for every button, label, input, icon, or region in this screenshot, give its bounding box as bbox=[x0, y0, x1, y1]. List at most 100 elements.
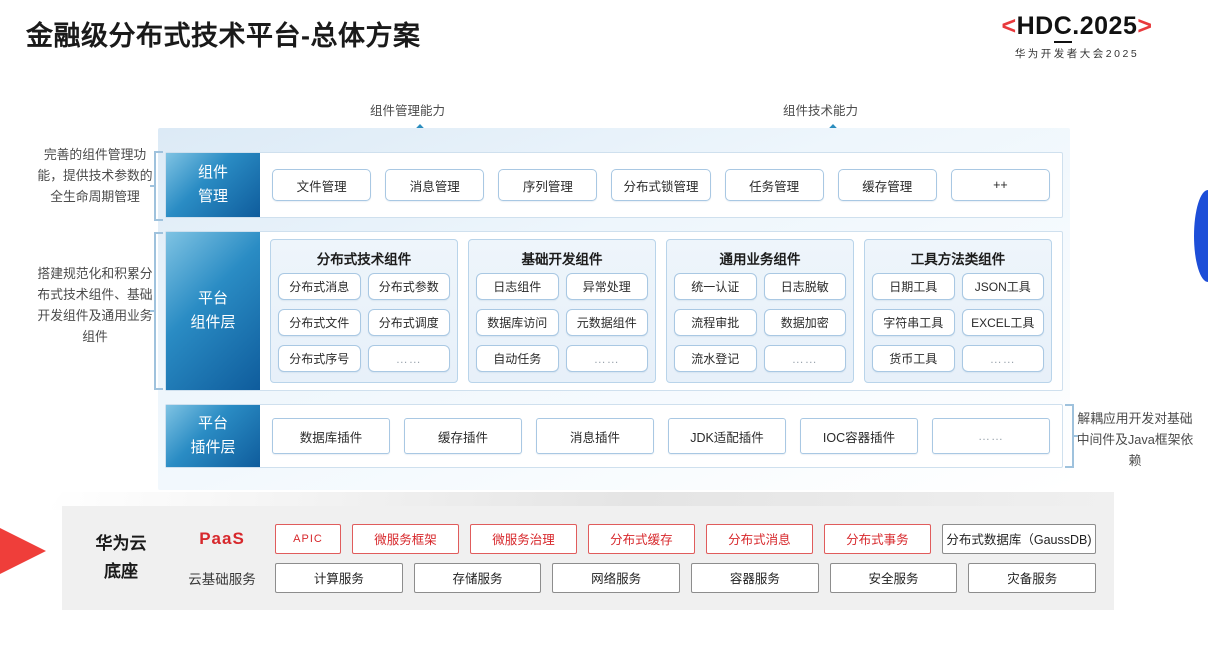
layer-label-line2: 插件层 bbox=[190, 439, 236, 456]
chip-process-approval[interactable]: 流程审批 bbox=[674, 309, 757, 336]
chip-cache-management[interactable]: 缓存管理 bbox=[837, 169, 937, 201]
chip-container-service[interactable]: 容器服务 bbox=[691, 562, 819, 593]
chip-database-plugin[interactable]: 数据库插件 bbox=[272, 418, 390, 454]
chip-exception-handling[interactable]: 异常处理 bbox=[565, 273, 648, 300]
chip-apic[interactable]: APIC bbox=[275, 523, 341, 554]
chip-distributed-cache[interactable]: 分布式缓存 bbox=[587, 523, 695, 554]
chip-json-tool[interactable]: JSON工具 bbox=[961, 273, 1044, 300]
cloud-services-label: 云基础服务 bbox=[188, 571, 256, 587]
chip-data-encryption[interactable]: 数据加密 bbox=[763, 309, 846, 336]
group-common-business: 通用业务组件 统一认证 日志脱敏 流程审批 数据加密 流水登记 …… bbox=[666, 239, 854, 383]
blue-lens-decoration bbox=[1194, 190, 1208, 282]
group-title-basic-dev: 基础开发组件 bbox=[521, 252, 603, 267]
chip-distributed-message[interactable]: 分布式消息 bbox=[705, 523, 813, 554]
chip-task-management[interactable]: 任务管理 bbox=[724, 169, 824, 201]
hdc-text-year: .2025 bbox=[1072, 12, 1138, 40]
chip-more-dots[interactable]: …… bbox=[932, 418, 1050, 454]
base-panel-bevel bbox=[48, 492, 1114, 510]
chip-microservice-framework[interactable]: 微服务框架 bbox=[352, 523, 459, 554]
chip-sequence-management[interactable]: 序列管理 bbox=[498, 169, 598, 201]
chip-distributed-schedule[interactable]: 分布式调度 bbox=[367, 309, 450, 336]
chip-distributed-message[interactable]: 分布式消息 bbox=[278, 273, 361, 300]
red-wedge-decoration bbox=[0, 505, 46, 597]
hdc-logo-main: <HDC.2025> bbox=[962, 12, 1192, 43]
bracket-left-bottom bbox=[150, 232, 164, 390]
chip-distributed-database-gaussdb[interactable]: 分布式数据库（GaussDB) bbox=[941, 523, 1097, 554]
group-grid-common-business: 统一认证 日志脱敏 流程审批 数据加密 流水登记 …… bbox=[674, 273, 846, 376]
chip-log-masking[interactable]: 日志脱敏 bbox=[763, 273, 846, 300]
layer-component-management: 组件 管理 文件管理 消息管理 序列管理 分布式锁管理 任务管理 缓存管理 ++ bbox=[165, 152, 1063, 218]
chip-string-tool[interactable]: 字符串工具 bbox=[872, 309, 955, 336]
chip-more-plus[interactable]: ++ bbox=[950, 169, 1050, 201]
chip-excel-tool[interactable]: EXCEL工具 bbox=[961, 309, 1044, 336]
note-left-bottom: 搭建规范化和积累分布式技术组件、基础开发组件及通用业务组件 bbox=[37, 266, 153, 344]
chip-currency-tool[interactable]: 货币工具 bbox=[872, 345, 955, 372]
bracket-left-top bbox=[150, 151, 164, 221]
chip-distributed-file[interactable]: 分布式文件 bbox=[278, 309, 361, 336]
chip-more-dots[interactable]: …… bbox=[565, 345, 648, 372]
chip-file-management[interactable]: 文件管理 bbox=[272, 169, 372, 201]
chip-database-access[interactable]: 数据库访问 bbox=[476, 309, 559, 336]
chip-storage-service[interactable]: 存储服务 bbox=[413, 562, 542, 593]
base-panel-content: 华为云 底座 PaaS APIC 微服务框架 微服务治理 分布式缓存 分布式消息… bbox=[62, 506, 1114, 610]
chip-log-component[interactable]: 日志组件 bbox=[476, 273, 559, 300]
layer-platform-plugin: 平台 插件层 数据库插件 缓存插件 消息插件 JDK适配插件 IOC容器插件 …… bbox=[165, 404, 1063, 468]
layer-label-line2: 组件层 bbox=[190, 314, 236, 331]
paas-label: PaaS bbox=[199, 528, 245, 548]
hdc-logo-subtitle: 华为开发者大会2025 bbox=[1014, 48, 1140, 60]
chip-date-tool[interactable]: 日期工具 bbox=[872, 273, 955, 300]
chip-more-dots[interactable]: …… bbox=[961, 345, 1044, 372]
hdc-logo: <HDC.2025> 华为开发者大会2025 bbox=[962, 12, 1192, 61]
chip-distributed-sequence[interactable]: 分布式序号 bbox=[278, 345, 361, 372]
layer-label-line2: 管理 bbox=[197, 188, 228, 205]
base-title-line2: 底座 bbox=[104, 562, 138, 581]
chip-unified-auth[interactable]: 统一认证 bbox=[674, 273, 757, 300]
chip-metadata-component[interactable]: 元数据组件 bbox=[565, 309, 648, 336]
chip-microservice-governance[interactable]: 微服务治理 bbox=[469, 523, 577, 554]
group-title-distributed-tech: 分布式技术组件 bbox=[316, 252, 412, 267]
chip-jdk-adapter-plugin[interactable]: JDK适配插件 bbox=[668, 418, 786, 454]
chip-more-dots[interactable]: …… bbox=[367, 345, 450, 372]
chip-cache-plugin[interactable]: 缓存插件 bbox=[404, 418, 522, 454]
layer-label-platform-component: 平台 组件层 bbox=[166, 232, 260, 390]
base-rows: PaaS APIC 微服务框架 微服务治理 分布式缓存 分布式消息 分布式事务 … bbox=[180, 523, 1114, 593]
layer-label-platform-plugin: 平台 插件层 bbox=[166, 405, 260, 467]
hdc-text-c: C bbox=[1053, 12, 1073, 43]
chip-ioc-container-plugin[interactable]: IOC容器插件 bbox=[800, 418, 918, 454]
group-distributed-tech: 分布式技术组件 分布式消息 分布式参数 分布式文件 分布式调度 分布式序号 …… bbox=[270, 239, 458, 383]
note-right: 解耦应用开发对基础中间件及Java框架依赖 bbox=[1076, 411, 1194, 468]
chip-message-management[interactable]: 消息管理 bbox=[385, 169, 485, 201]
angle-right-icon: > bbox=[1137, 12, 1153, 40]
angle-left-icon: < bbox=[1001, 12, 1017, 40]
note-left-top: 完善的组件管理功能，提供技术参数的全生命周期管理 bbox=[37, 147, 153, 204]
base-row-cloud-services: 云基础服务 计算服务 存储服务 网络服务 容器服务 安全服务 灾备服务 bbox=[180, 562, 1097, 593]
group-title-tool-method: 工具方法类组件 bbox=[910, 252, 1006, 267]
chip-auto-task[interactable]: 自动任务 bbox=[476, 345, 559, 372]
chip-disaster-recovery-service[interactable]: 灾备服务 bbox=[968, 562, 1097, 593]
base-panel-title: 华为云 底座 bbox=[62, 530, 180, 586]
group-grid-distributed-tech: 分布式消息 分布式参数 分布式文件 分布式调度 分布式序号 …… bbox=[278, 273, 450, 376]
chip-transaction-register[interactable]: 流水登记 bbox=[674, 345, 757, 372]
chip-network-service[interactable]: 网络服务 bbox=[552, 562, 681, 593]
chip-message-plugin[interactable]: 消息插件 bbox=[536, 418, 654, 454]
chip-distributed-transaction[interactable]: 分布式事务 bbox=[823, 523, 931, 554]
group-tool-method: 工具方法类组件 日期工具 JSON工具 字符串工具 EXCEL工具 货币工具 …… bbox=[864, 239, 1052, 383]
layer-label-component-management: 组件 管理 bbox=[166, 153, 260, 217]
chip-security-service[interactable]: 安全服务 bbox=[829, 562, 958, 593]
chip-distributed-param[interactable]: 分布式参数 bbox=[367, 273, 450, 300]
layer-body-platform-component: 分布式技术组件 分布式消息 分布式参数 分布式文件 分布式调度 分布式序号 ……… bbox=[260, 232, 1062, 390]
arrow-label-management: 组件管理能力 bbox=[370, 104, 446, 118]
layer-label-line1: 平台 bbox=[197, 415, 228, 432]
layer-body-platform-plugin: 数据库插件 缓存插件 消息插件 JDK适配插件 IOC容器插件 …… bbox=[260, 405, 1062, 467]
base-panel bbox=[62, 506, 1114, 610]
hdc-text-hd: HD bbox=[1016, 12, 1054, 40]
chip-distributed-lock-management[interactable]: 分布式锁管理 bbox=[611, 169, 711, 201]
group-grid-tool-method: 日期工具 JSON工具 字符串工具 EXCEL工具 货币工具 …… bbox=[872, 273, 1044, 376]
layer-body-component-management: 文件管理 消息管理 序列管理 分布式锁管理 任务管理 缓存管理 ++ bbox=[260, 153, 1062, 217]
base-row-paas: PaaS APIC 微服务框架 微服务治理 分布式缓存 分布式消息 分布式事务 … bbox=[180, 523, 1097, 554]
arrow-label-technology: 组件技术能力 bbox=[783, 104, 859, 118]
chip-more-dots[interactable]: …… bbox=[763, 345, 846, 372]
group-title-common-business: 通用业务组件 bbox=[719, 252, 801, 267]
chip-compute-service[interactable]: 计算服务 bbox=[275, 562, 403, 593]
group-grid-basic-dev: 日志组件 异常处理 数据库访问 元数据组件 自动任务 …… bbox=[476, 273, 648, 376]
